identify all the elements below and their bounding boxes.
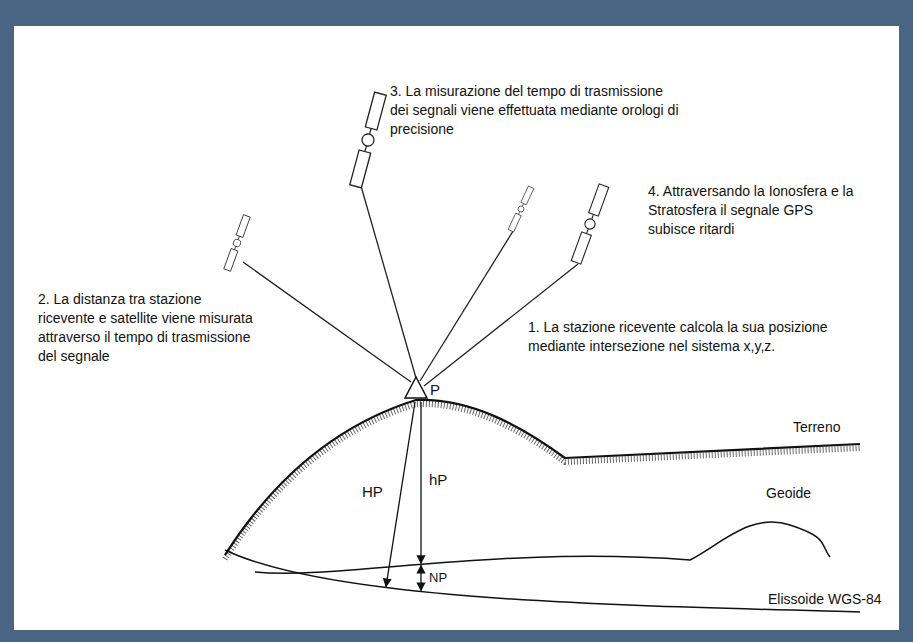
n-arrow: [420, 565, 421, 590]
satellites: [224, 92, 609, 271]
surface-label: Geoide: [766, 484, 811, 503]
height-label: NP: [429, 568, 447, 587]
point-label: P: [430, 380, 440, 399]
geoid-curve: [255, 522, 830, 573]
terrain-line: [225, 400, 860, 555]
height-label: hP: [429, 470, 447, 489]
callout-note: 3. La misurazione del tempo di trasmissi…: [390, 82, 680, 139]
terrain-hatch: [225, 404, 860, 559]
height-arrows: [386, 402, 421, 591]
H-arrow: [386, 402, 415, 587]
callout-note: 2. La distanza tra stazione ricevente e …: [38, 290, 260, 366]
signal-lines: [243, 186, 578, 386]
surface-label: Terreno: [793, 418, 840, 437]
h-arrow: [420, 402, 421, 563]
receiver-triangle: [405, 377, 427, 398]
height-label: HP: [362, 482, 383, 501]
callout-note: 4. Attraversando la Ionosfera e la Strat…: [648, 182, 863, 239]
ellipsoid-curve: [225, 550, 860, 612]
surface-label: Elissoide WGS-84: [768, 590, 882, 609]
callout-note: 1. La stazione ricevente calcola la sua …: [528, 318, 828, 356]
